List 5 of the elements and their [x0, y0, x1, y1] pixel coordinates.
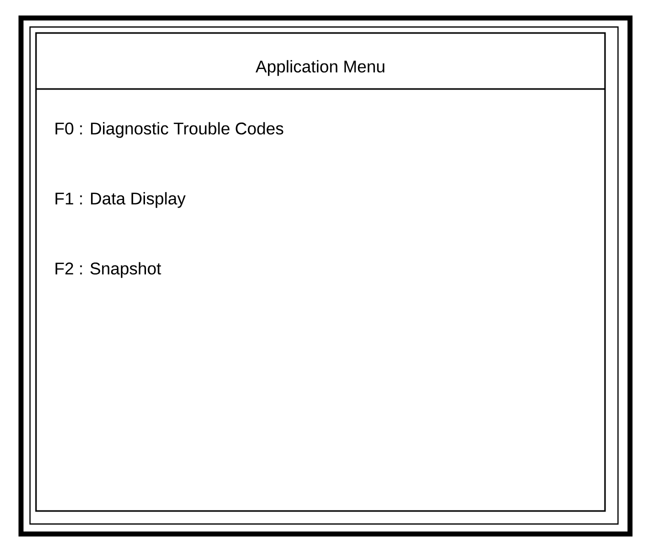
screen-window	[18, 16, 632, 536]
window-title: Application Menu	[256, 60, 384, 76]
menu-item: F0 : Diagnostic Trouble Codes	[56, 122, 284, 138]
menu-item: F2 : Snapshot	[56, 262, 162, 278]
menu-item: F1 : Data Display	[56, 192, 186, 208]
